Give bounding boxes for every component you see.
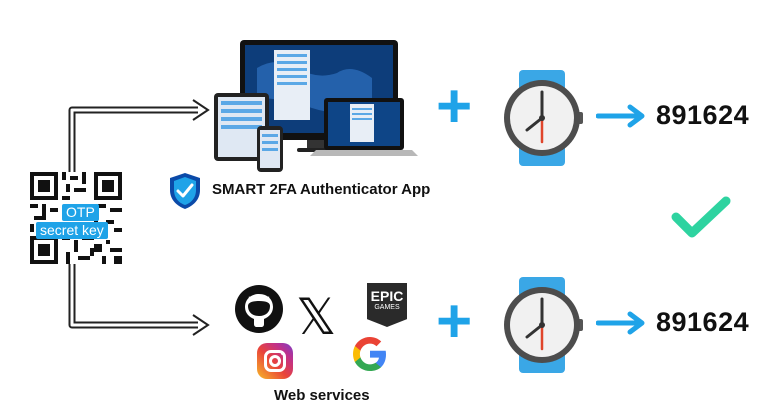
otp-code-top: 891624 bbox=[656, 100, 750, 130]
shield-check-icon bbox=[170, 173, 200, 209]
epic-logo-line2: GAMES bbox=[374, 304, 400, 311]
epic-logo-line1: EPIC bbox=[370, 288, 404, 304]
devices-illustration bbox=[214, 40, 418, 172]
secret-key-label: secret key bbox=[36, 222, 108, 239]
web-services-label: Web services bbox=[274, 387, 370, 404]
plus-sign-top: + bbox=[436, 72, 473, 141]
epic-games-logo: EPIC GAMES bbox=[367, 283, 407, 327]
instagram-icon bbox=[257, 343, 293, 379]
arrow-right-icon bbox=[596, 311, 645, 335]
clock-icon bbox=[504, 70, 583, 166]
qr-code-icon bbox=[30, 172, 122, 264]
google-icon bbox=[353, 337, 386, 371]
x-logo: 𝕏 bbox=[296, 288, 337, 346]
clock-icon bbox=[504, 277, 583, 373]
qr-code: OTP secret key bbox=[30, 172, 122, 264]
github-icon bbox=[235, 285, 283, 333]
match-check-icon bbox=[671, 196, 731, 238]
otp-code-bottom: 891624 bbox=[656, 307, 750, 337]
arrow-right-icon bbox=[596, 104, 645, 128]
plus-sign-bottom: + bbox=[436, 287, 473, 356]
otp-label: OTP bbox=[62, 204, 99, 221]
app-name: SMART 2FA Authenticator App bbox=[212, 181, 431, 198]
